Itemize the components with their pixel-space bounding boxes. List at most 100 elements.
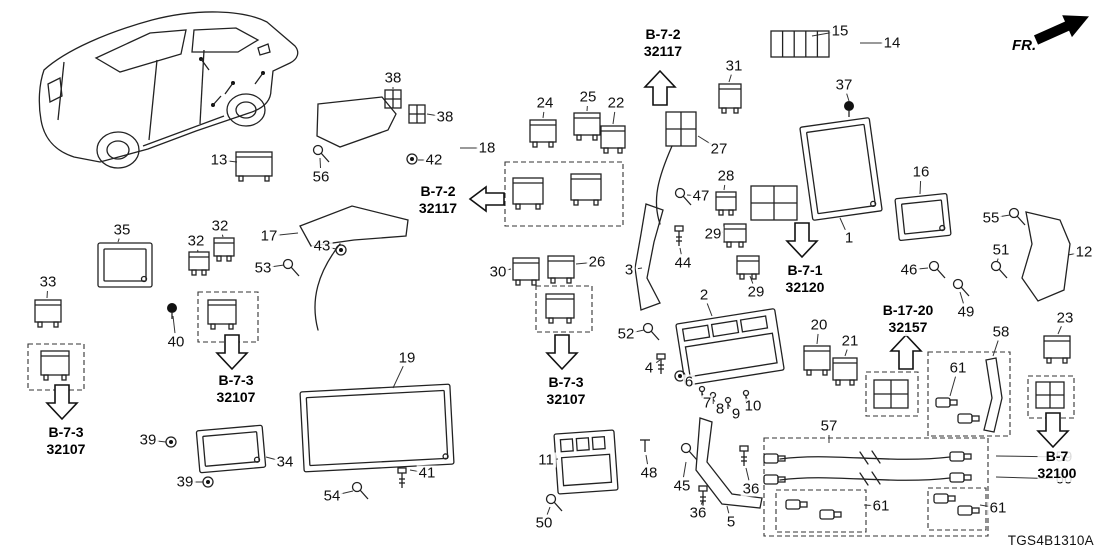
callout-17: 17 (258, 227, 280, 245)
group-57-cables-box (763, 437, 989, 537)
callout-45: 45 (671, 477, 693, 495)
part-b73l-relay (40, 350, 70, 381)
car-location-markers (199, 57, 265, 107)
leader-line (992, 340, 999, 357)
part-9-pin (724, 396, 732, 409)
leader-line (637, 267, 643, 270)
callout-14: 14 (881, 34, 903, 52)
part-58-bracket (983, 357, 1003, 433)
callout-11: 11 (536, 451, 556, 469)
callout-56: 56 (310, 168, 332, 186)
callout-40: 40 (165, 333, 187, 351)
part-57-cable-breaks (859, 450, 881, 486)
leader-line (811, 32, 832, 37)
part-b73c-relay (545, 293, 575, 324)
part-b7-connector (1035, 381, 1065, 409)
part-38-connector-a (384, 89, 402, 109)
leader-line (156, 440, 167, 443)
part-28-relay (715, 191, 737, 216)
callout-26: 26 (586, 253, 608, 271)
part-39-nut-a (165, 436, 177, 448)
leader-line (277, 232, 299, 236)
part-26-relay (547, 255, 575, 284)
part-16-unit (894, 192, 952, 242)
callout-36: 36 (740, 480, 762, 498)
callout-15: 15 (829, 22, 851, 40)
callout-28: 28 (715, 167, 737, 185)
callout-49: 49 (955, 303, 977, 321)
callout-35: 35 (111, 221, 133, 239)
leader-line (319, 157, 322, 169)
callout-37: 37 (833, 76, 855, 94)
leader-line (949, 376, 957, 397)
callout-46: 46 (898, 261, 920, 279)
callout-52: 52 (615, 325, 637, 343)
part-43-nut (335, 244, 347, 256)
part-30-relay (512, 257, 540, 286)
leader-line (844, 349, 848, 357)
leader-line (919, 180, 922, 195)
part-b73m-relay (207, 299, 237, 330)
fr-direction-indicator: FR. (1006, 6, 1098, 56)
callout-55: 55 (980, 209, 1002, 227)
callout-22: 22 (605, 94, 627, 112)
part-55-screw (1008, 207, 1026, 226)
callout-39: 39 (137, 431, 159, 449)
callout-4: 4 (642, 359, 656, 377)
group-b72-left-box (504, 161, 624, 227)
part-57-cable-a (779, 456, 951, 460)
callout-44: 44 (672, 254, 694, 272)
leader-line (645, 454, 649, 465)
leader-line (728, 74, 732, 83)
leader-line (917, 267, 929, 270)
part-b71-unit (750, 185, 798, 221)
callout-32: 32 (209, 217, 231, 235)
part-61-sensor-a2 (957, 413, 980, 424)
group-b73-center-box (535, 285, 593, 333)
part-40-grommet (167, 303, 177, 319)
leader-line (726, 505, 730, 514)
leader-line (546, 506, 551, 515)
callout-9: 9 (729, 405, 743, 423)
part-b72-relay-a (512, 177, 544, 210)
callout-23: 23 (1054, 309, 1076, 327)
part-51-screw (990, 260, 1008, 279)
callout-10: 10 (742, 397, 764, 415)
ref-arrow-down (785, 222, 819, 259)
leader-line (839, 217, 846, 230)
callout-8: 8 (713, 400, 727, 418)
part-22-relay (600, 125, 626, 154)
callout-7: 7 (700, 394, 714, 412)
part-36-bolt-a (739, 445, 749, 466)
part-32-relay-b (213, 237, 235, 262)
callout-54: 54 (321, 487, 343, 505)
callout-18: 18 (476, 139, 498, 157)
part-33-relay (34, 299, 62, 328)
part-11-fusebox (553, 429, 619, 495)
callout-53: 53 (252, 259, 274, 277)
part-61-sensor-c2 (957, 505, 980, 516)
part-60-connector (949, 472, 972, 483)
part-53-screw (282, 258, 300, 277)
callout-13: 13 (208, 151, 230, 169)
car-rear-window (94, 29, 187, 73)
car-taillight (47, 77, 63, 103)
part-41-bolt (397, 467, 407, 488)
ref-arrow-down (1036, 412, 1070, 449)
callout-27: 27 (708, 140, 730, 158)
part-27-connector (665, 111, 697, 147)
callout-47: 47 (690, 187, 712, 205)
leader-line (816, 333, 819, 345)
part-49-screw (952, 278, 970, 297)
part-21-relay (832, 357, 858, 386)
callout-38: 38 (382, 69, 404, 87)
car-front-wheel (226, 93, 266, 127)
leader-line (117, 238, 120, 243)
